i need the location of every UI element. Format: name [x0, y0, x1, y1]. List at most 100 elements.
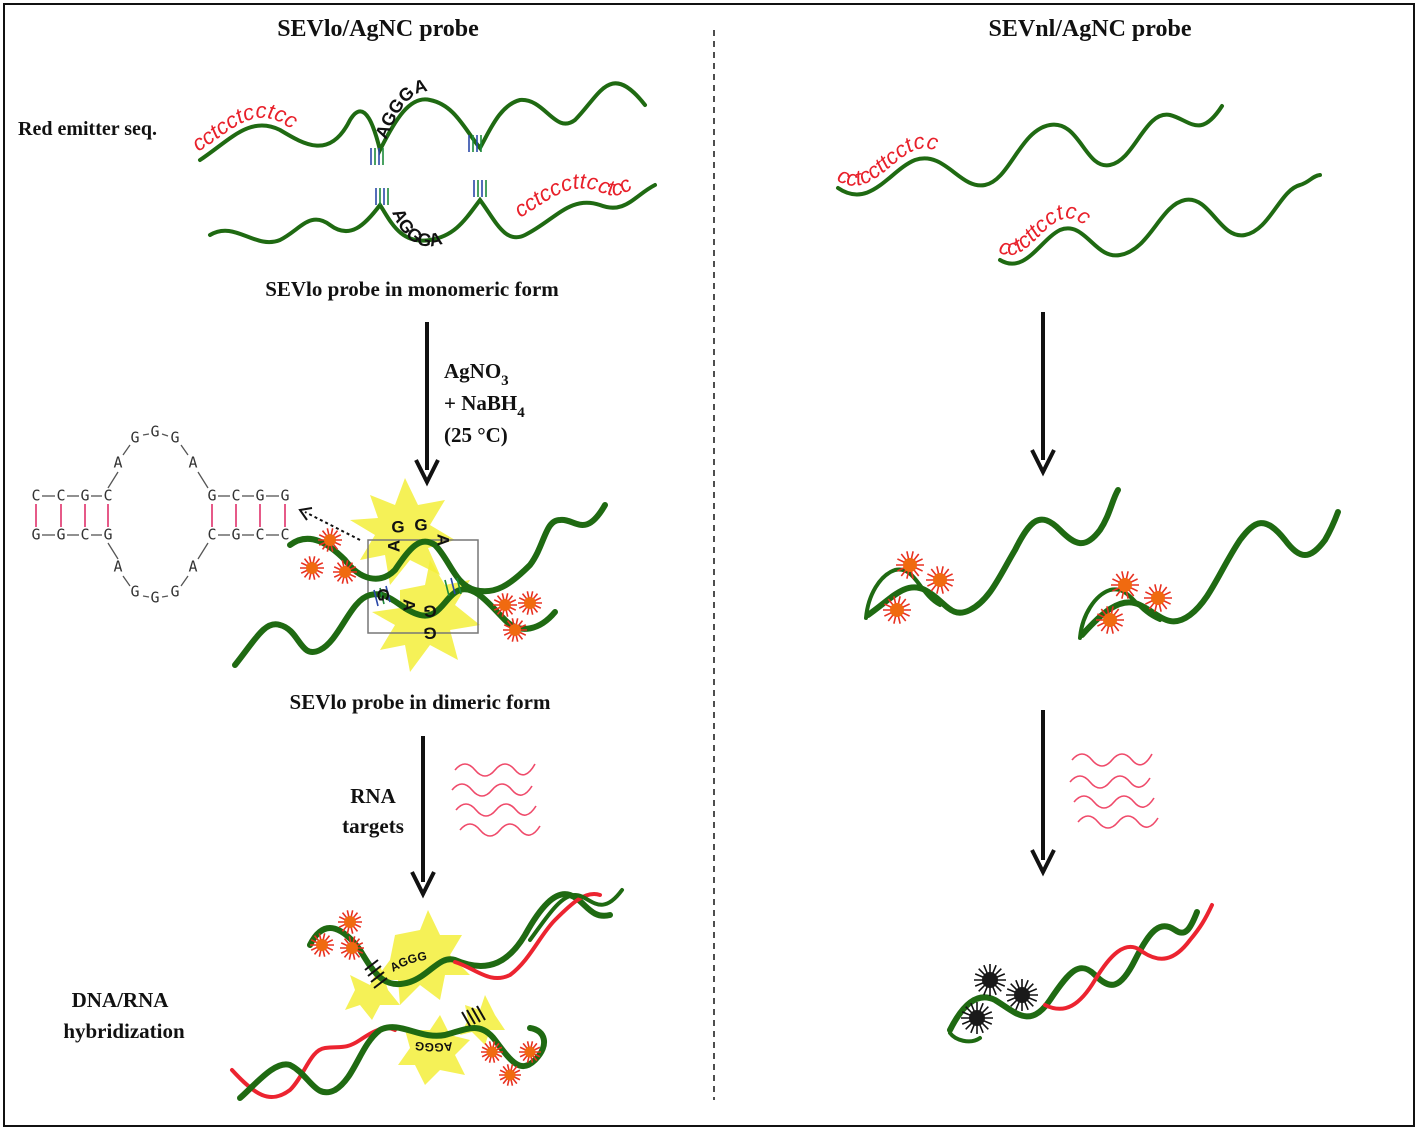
- hybrid-glow: [345, 910, 505, 1085]
- agnc-cluster: [318, 528, 342, 552]
- loop-base: A: [188, 558, 197, 576]
- left-panel-title: SEVlo/AgNC probe: [277, 16, 479, 42]
- stem-base: G: [207, 487, 216, 505]
- agnc-cluster: [340, 936, 364, 960]
- loop-base: G: [150, 423, 159, 441]
- dimer-loop-base: G: [391, 517, 404, 536]
- loop-base: G: [170, 429, 179, 447]
- hybrid-label-line2: hybridization: [63, 1019, 185, 1043]
- monomer-form-label: SEVlo probe in monomeric form: [265, 277, 559, 301]
- hybrid-bottom-dna: [237, 1024, 547, 1101]
- reagent-temperature: (25 °C): [444, 423, 508, 447]
- hybrid-top-rna: [453, 892, 602, 981]
- agnc-cluster: [338, 910, 362, 934]
- stem-base: G: [280, 487, 289, 505]
- stem-base: C: [31, 487, 40, 505]
- hybrid-top-base-pairs: [364, 959, 388, 989]
- monomer-strand-bottom: [208, 183, 657, 244]
- dimer-loop-base: A: [384, 540, 403, 552]
- loop-base: G: [130, 583, 139, 601]
- emitter-seq-bottom: cctcccttcctcc: [509, 168, 635, 222]
- sevnl-arrowhead-1: [1030, 449, 1056, 477]
- reagent-agno3: AgNO3: [444, 359, 509, 389]
- stem-base: G: [80, 487, 89, 505]
- dimer-base-pairs: [373, 577, 462, 607]
- agnc-cluster: [481, 1041, 503, 1063]
- stem-base: C: [103, 487, 112, 505]
- hybrid-label-line1: DNA/RNA: [72, 988, 170, 1012]
- hybrid-top-dna-tail: [528, 888, 624, 942]
- dimer-loop-base: A: [434, 534, 453, 546]
- monomer-strand-top: [198, 81, 647, 162]
- zoom-pointer: [304, 511, 361, 541]
- hybrid-top-agnc-clusters: [310, 910, 364, 960]
- agnc-cluster: [493, 593, 517, 617]
- dimer-loop-base: G: [374, 588, 393, 601]
- stem-base: G: [231, 526, 240, 544]
- dimer-loop-base: G: [423, 602, 436, 621]
- stem-base: C: [280, 526, 289, 544]
- arrowhead-to-hybrid: [410, 871, 436, 899]
- rna-targets-left: [451, 763, 541, 837]
- right-panel-title: SEVnl/AgNC probe: [989, 16, 1192, 42]
- dimer-form-label: SEVlo probe in dimeric form: [290, 690, 551, 714]
- sevnl-agnc-clusters: [883, 551, 1172, 634]
- stem-base: C: [80, 526, 89, 544]
- dimer-loop-base: A: [400, 599, 419, 611]
- rna-label-line2: targets: [342, 814, 404, 838]
- sevnl-hybrid-dna-b: [948, 1031, 982, 1044]
- stem-base: C: [255, 526, 264, 544]
- stem-base: C: [56, 487, 65, 505]
- agnc-cluster: [499, 1064, 521, 1086]
- sevnl-cluster-strand-2: [1079, 509, 1341, 638]
- agnc-cluster: [1096, 606, 1124, 634]
- dimer-loop-base: G: [423, 624, 436, 643]
- hybrid-bottom-base-pairs: [461, 1005, 486, 1027]
- dimer-strand-bottom: [232, 586, 558, 668]
- sevnl-cluster-strand-2b: [1078, 587, 1162, 640]
- sevnl-monomer-strand-1: [836, 104, 1224, 197]
- emitter-seq-top: cctcctcctcc: [187, 98, 302, 157]
- loop-base: G: [170, 583, 179, 601]
- monomer-bottom-base-pairs: [375, 180, 487, 205]
- hybrid-bottom-agnc-clusters: [481, 1041, 541, 1086]
- agnc-cluster: [300, 556, 324, 580]
- loop-base: A: [113, 558, 122, 576]
- monomer-loop-top: AGGGA: [371, 75, 429, 141]
- sevnl-cluster-strand-1: [865, 487, 1121, 618]
- agnc-cluster: [926, 566, 954, 594]
- agnc-cluster: [519, 1041, 541, 1063]
- stem-base: C: [207, 526, 216, 544]
- quenched-agnc-cluster: [961, 1002, 993, 1034]
- hybrid-letters-bottom: AGGG: [414, 1039, 453, 1055]
- sevnl-monomer-strand-2: [998, 173, 1322, 266]
- dimer-agnc-clusters: [300, 528, 542, 642]
- agnc-cluster: [518, 591, 542, 615]
- loop-base: G: [130, 429, 139, 447]
- rna-label-line1: RNA: [350, 784, 396, 808]
- stem-base: G: [103, 526, 112, 544]
- reagent-nabh4: + NaBH4: [444, 391, 525, 421]
- agnc-cluster: [883, 596, 911, 624]
- agnc-cluster: [1144, 584, 1172, 612]
- quenched-agnc-cluster: [974, 964, 1006, 996]
- sevnl-hybrid-dna: [947, 909, 1200, 1033]
- monomer-loop-bottom: AGGGA: [388, 205, 444, 250]
- sevnl-arrowhead-2: [1030, 849, 1056, 877]
- stem-base: G: [31, 526, 40, 544]
- sevnl-cluster-strand-1b: [864, 567, 942, 620]
- dimer-strand-top: [287, 502, 608, 595]
- sevnl-quenched-clusters: [961, 964, 1038, 1034]
- stem-base: G: [255, 487, 264, 505]
- rna-targets-right: [1069, 753, 1159, 829]
- sevnl-emitter-seq-bottom: cctcttcctcc: [996, 198, 1095, 261]
- agnc-cluster: [896, 551, 924, 579]
- agnc-cluster: [503, 618, 527, 642]
- arrowhead-to-dimer: [414, 459, 440, 487]
- loop-base: G: [150, 589, 159, 607]
- loop-base: A: [188, 454, 197, 472]
- monomer-top-base-pairs: [370, 135, 482, 165]
